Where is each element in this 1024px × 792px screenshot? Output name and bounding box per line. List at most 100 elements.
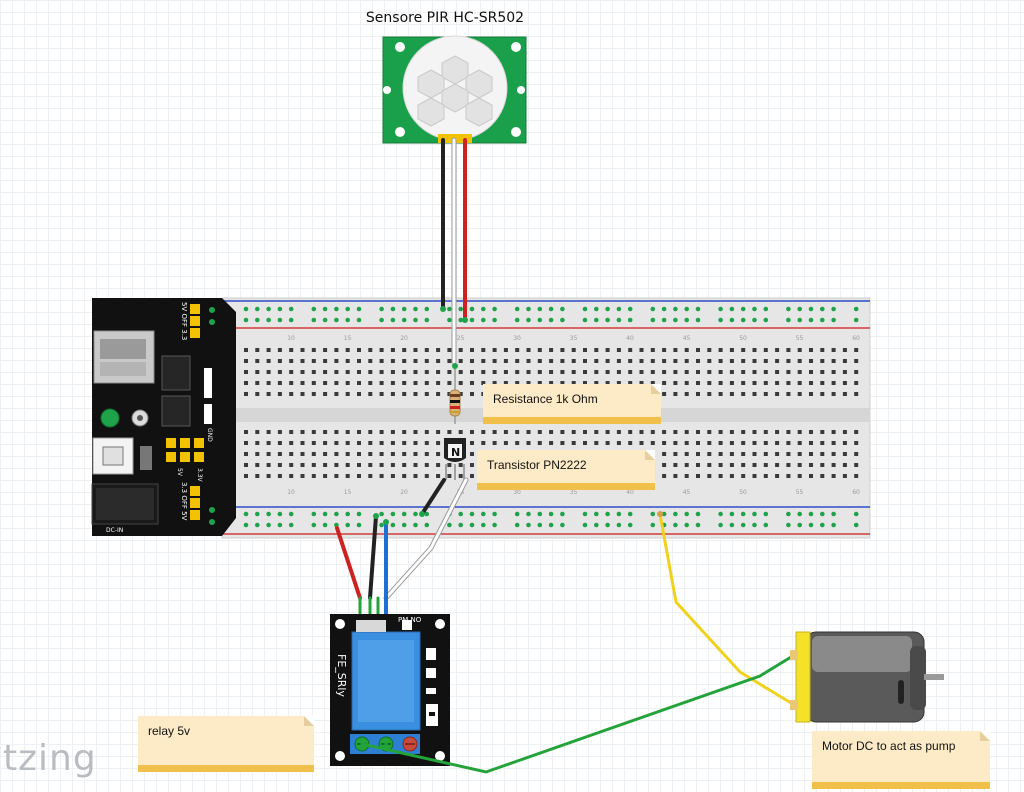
- breadboard-rail-hole: [537, 317, 543, 323]
- breadboard-hole: [537, 430, 542, 434]
- breadboard-hole: [345, 452, 350, 456]
- breadboard-rail-hole: [334, 511, 339, 517]
- breadboard-hole: [854, 430, 859, 434]
- jumper-pins[interactable]: [166, 304, 204, 520]
- breadboard-hole: [696, 392, 700, 396]
- breadboard-hole: [334, 452, 339, 456]
- breadboard-hole: [300, 441, 305, 445]
- breadboard-hole: [323, 381, 328, 385]
- breadboard-rail-hole: [379, 317, 384, 323]
- breadboard-hole: [797, 392, 802, 396]
- breadboard-hole: [639, 381, 644, 385]
- breadboard-rail-hole: [424, 306, 430, 312]
- breadboard-hole: [357, 441, 361, 445]
- breadboard-hole: [413, 359, 418, 363]
- breadboard-hole: [424, 348, 429, 352]
- breadboard-column-number: 35: [570, 335, 578, 342]
- power-module[interactable]: 5V OFF 3.3 GND 3.3V 5V 3.3 OFF 5V DC-IN: [91, 298, 236, 536]
- breadboard-hole: [503, 348, 508, 352]
- breadboard-hole: [673, 348, 678, 352]
- breadboard-hole: [775, 474, 780, 478]
- breadboard-rail-hole: [334, 306, 339, 312]
- breadboard-rail-hole: [560, 522, 565, 528]
- breadboard-hole: [616, 370, 621, 374]
- breadboard-hole: [696, 441, 700, 445]
- dc-motor[interactable]: [790, 631, 944, 723]
- breadboard-hole: [729, 381, 734, 385]
- resistor[interactable]: [449, 368, 461, 424]
- breadboard-hole: [368, 452, 373, 456]
- breadboard-hole: [842, 474, 847, 478]
- breadboard-hole: [345, 463, 350, 467]
- breadboard-rail-hole: [560, 317, 565, 323]
- breadboard-hole: [775, 381, 780, 385]
- breadboard-hole: [390, 463, 395, 467]
- breadboard-hole: [424, 463, 429, 467]
- breadboard-hole: [458, 463, 463, 467]
- breadboard-hole: [662, 463, 667, 467]
- breadboard-rail-hole: [650, 511, 656, 517]
- breadboard-hole: [673, 441, 678, 445]
- breadboard-hole: [413, 348, 418, 352]
- breadboard-rail-hole: [605, 522, 610, 528]
- breadboard-rail-hole: [797, 522, 802, 528]
- breadboard-hole: [831, 474, 836, 478]
- breadboard-rail-hole: [379, 306, 384, 312]
- breadboard-column-number: 30: [513, 489, 521, 496]
- breadboard-hole: [458, 381, 463, 385]
- breadboard-rail-hole: [831, 317, 836, 323]
- power-label-off-bottom: 3.3 OFF 5V: [180, 482, 188, 521]
- breadboard-rail-hole: [786, 511, 791, 517]
- breadboard-rail-hole: [243, 306, 249, 312]
- breadboard-rail-hole: [560, 306, 565, 312]
- breadboard-column-number: 10: [287, 335, 295, 342]
- breadboard-rail-hole: [243, 317, 249, 323]
- breadboard-hole: [424, 392, 429, 396]
- app-watermark: itzing: [0, 738, 97, 779]
- breadboard-rail-hole: [729, 317, 735, 323]
- breadboard-hole: [515, 348, 520, 352]
- breadboard-rail-hole: [740, 317, 746, 323]
- breadboard-rail-hole: [594, 511, 599, 517]
- breadboard-hole: [390, 348, 395, 352]
- breadboard-rail-hole: [718, 317, 723, 323]
- breadboard-hole: [684, 463, 689, 467]
- breadboard-column-number: 15: [344, 335, 352, 342]
- breadboard-hole: [797, 441, 802, 445]
- breadboard-rail-hole: [594, 522, 599, 528]
- breadboard-hole: [244, 430, 248, 434]
- breadboard-hole: [311, 474, 316, 478]
- transistor[interactable]: N: [444, 438, 466, 480]
- breadboard-hole: [402, 463, 407, 467]
- breadboard-rail-hole: [673, 317, 678, 323]
- breadboard-rail-hole: [492, 522, 497, 528]
- relay-module[interactable]: PM NO FE_SRly: [330, 614, 450, 766]
- breadboard-hole: [741, 430, 746, 434]
- breadboard-rail-hole: [356, 511, 362, 517]
- breadboard-hole: [707, 463, 712, 467]
- breadboard-rail-hole: [311, 317, 317, 323]
- breadboard-rail-hole: [469, 511, 475, 517]
- breadboard-hole: [436, 474, 441, 478]
- breadboard-hole: [492, 348, 497, 352]
- breadboard-hole: [526, 348, 531, 352]
- breadboard-hole: [424, 381, 429, 385]
- breadboard-hole: [763, 381, 768, 385]
- pir-wires[interactable]: [441, 137, 467, 365]
- breadboard-hole: [831, 430, 836, 434]
- breadboard-hole: [334, 381, 339, 385]
- breadboard-hole: [470, 370, 474, 374]
- breadboard-hole: [266, 452, 271, 456]
- breadboard-hole: [718, 370, 723, 374]
- breadboard-hole: [650, 430, 655, 434]
- breadboard-hole: [515, 430, 520, 434]
- breadboard-hole: [560, 430, 565, 434]
- breadboard-hole: [673, 370, 678, 374]
- breadboard-hole: [662, 348, 667, 352]
- breadboard-hole: [763, 452, 768, 456]
- pir-sensor[interactable]: [382, 35, 527, 144]
- breadboard-hole: [809, 474, 813, 478]
- breadboard-rail-hole: [390, 306, 396, 312]
- breadboard-rail-hole: [356, 522, 362, 528]
- breadboard-hole: [684, 370, 689, 374]
